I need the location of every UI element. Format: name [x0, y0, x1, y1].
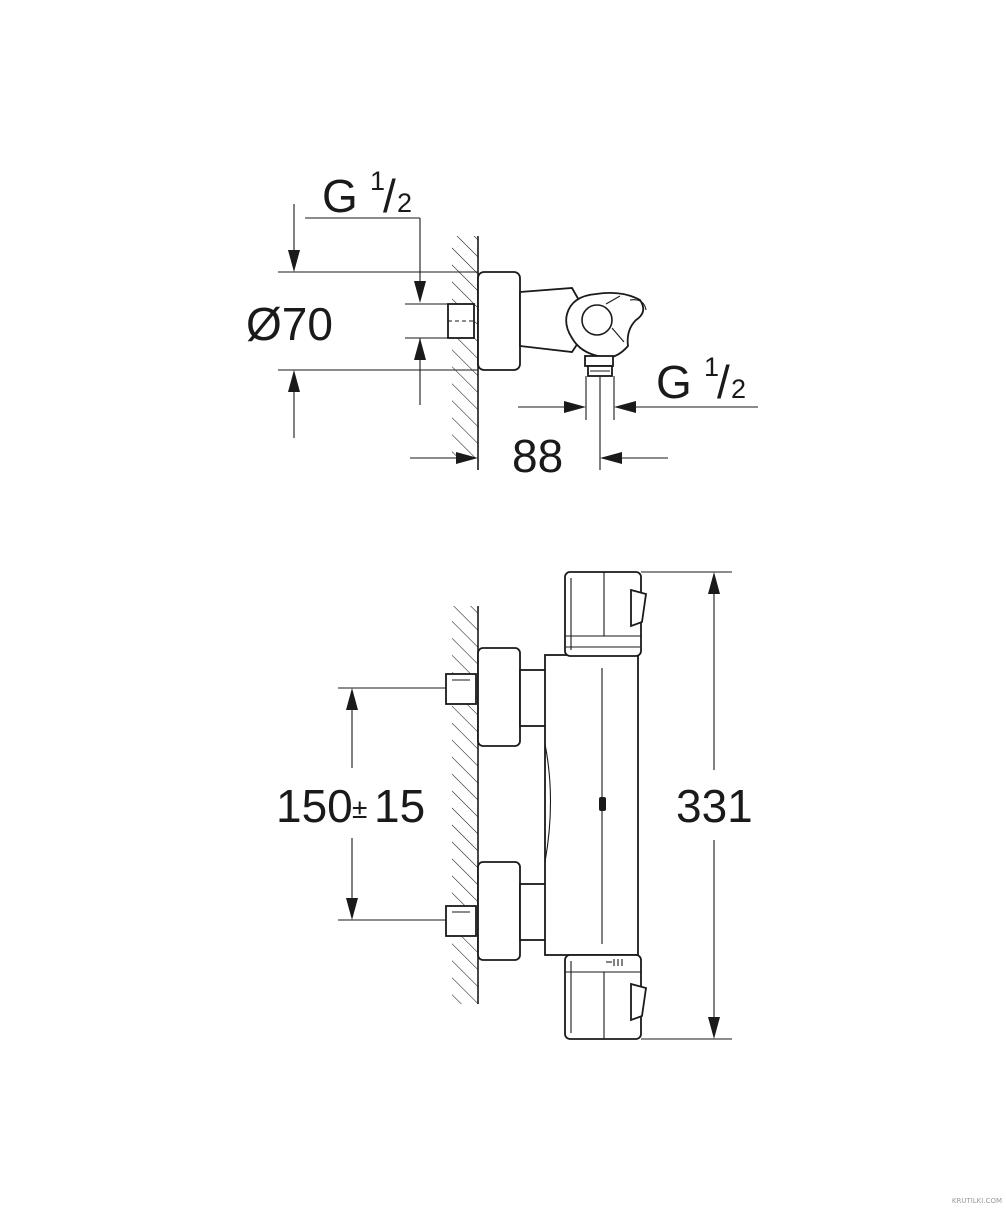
- diameter-label: Ø70: [246, 298, 333, 350]
- flow-handle: [564, 954, 642, 1040]
- wall-flange-side: [477, 271, 521, 371]
- side-view: G 1 / 2 Ø70 88 G 1 / 2: [246, 166, 758, 482]
- height-label: 331: [676, 780, 753, 832]
- wall-hatch-bottom: [452, 606, 478, 1004]
- flow-lever: [630, 982, 648, 1022]
- thermostat-body: [544, 654, 639, 956]
- thread-top-denominator: 2: [397, 188, 412, 218]
- wall-flange-lower: [477, 861, 521, 961]
- plus-minus-label: ±: [352, 793, 367, 824]
- temperature-lever: [630, 588, 648, 628]
- thread-outlet-numerator: 1: [704, 352, 719, 382]
- thread-outlet-slash: /: [717, 356, 730, 408]
- outlet-neck: [584, 355, 614, 367]
- thread-top-letter: G: [322, 170, 358, 222]
- inlet-nut-lower: [445, 905, 477, 937]
- wall-hatch-top: [452, 236, 478, 458]
- safety-stop-marks: [606, 959, 623, 966]
- inlet-nut-upper: [445, 673, 477, 705]
- union-arm-lower: [519, 883, 547, 941]
- union-arm-upper: [519, 669, 547, 727]
- front-view: 150 ± 15 331: [276, 571, 753, 1040]
- thread-top-numerator: 1: [370, 166, 385, 196]
- wall-flange-upper: [477, 647, 521, 747]
- tolerance-label: 15: [374, 780, 425, 832]
- thread-outlet-letter: G: [656, 356, 692, 408]
- depth-label: 88: [512, 430, 563, 482]
- valve-handle-side: [565, 291, 645, 359]
- thread-outlet-denominator: 2: [731, 374, 746, 404]
- spacing-label: 150: [276, 780, 353, 832]
- thread-top-slash: /: [383, 170, 396, 222]
- watermark: KRUTILKI.COM: [952, 1197, 1002, 1205]
- indicator-mark: [599, 797, 606, 811]
- temperature-handle: [564, 571, 642, 657]
